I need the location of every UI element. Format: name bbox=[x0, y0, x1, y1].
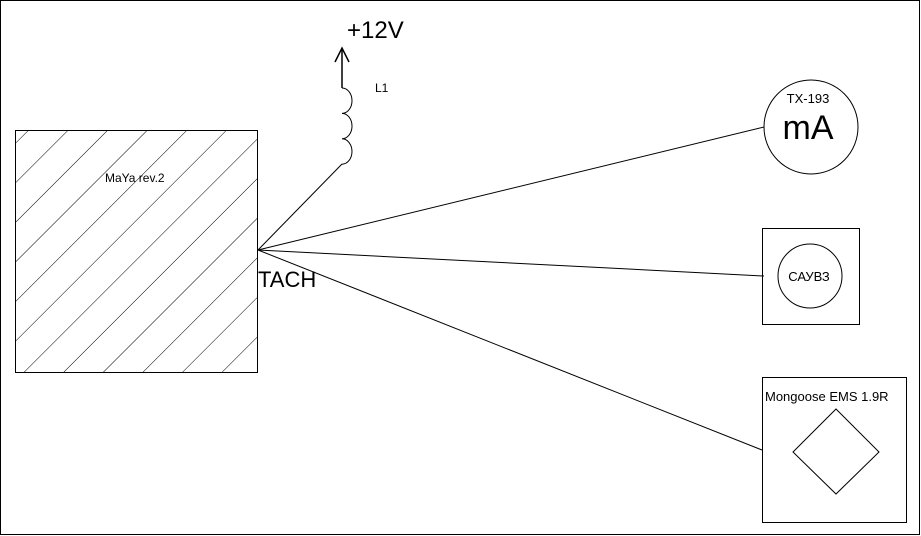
meter-model-label: TX-193 bbox=[787, 91, 830, 106]
supply-label: +12V bbox=[347, 17, 404, 44]
milliamp-meter bbox=[763, 79, 859, 175]
wire-to-ems bbox=[257, 249, 763, 451]
inductor-coil bbox=[257, 87, 353, 251]
wire-to-sauvz bbox=[257, 249, 765, 277]
inductor-label: L1 bbox=[375, 81, 389, 95]
wire-to-meter bbox=[257, 126, 765, 251]
sauvz-label: САУВЗ bbox=[788, 269, 830, 284]
supply-arrow bbox=[334, 46, 350, 88]
meter-unit-label: mA bbox=[783, 109, 834, 147]
tach-wires bbox=[257, 126, 765, 451]
controller-block bbox=[15, 130, 258, 373]
ems-label: Mongoose EMS 1.9R bbox=[765, 389, 889, 404]
ems-unit bbox=[762, 377, 907, 523]
sauvz-unit bbox=[762, 228, 860, 325]
controller-label: MaYa rev.2 bbox=[105, 171, 165, 185]
tach-pin-label: TACH bbox=[258, 267, 316, 292]
